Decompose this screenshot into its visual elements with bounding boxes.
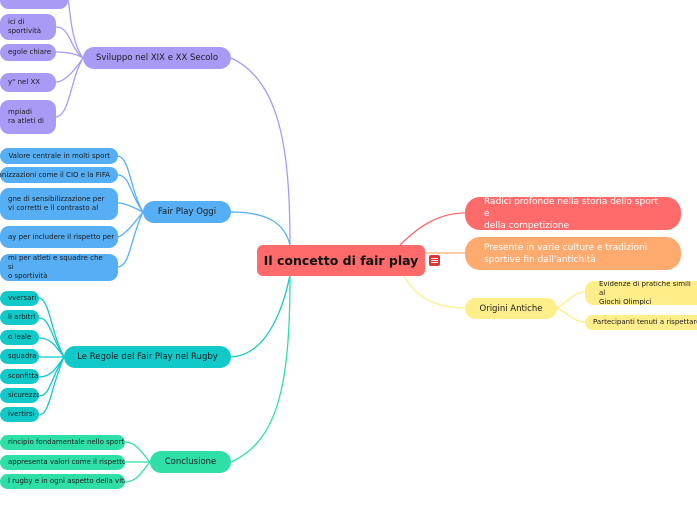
sviluppo-item-3[interactable]: egole chiare <box>0 44 56 61</box>
oggi-item-2[interactable]: anizzazioni come il CIO e la FIFA <box>0 167 118 183</box>
conclusione-item-2[interactable]: appresenta valori come il rispetto <box>0 455 125 470</box>
central-topic[interactable]: Il concetto di fair play <box>257 245 425 276</box>
sviluppo-item-1[interactable] <box>0 0 68 9</box>
rugby-item-6[interactable]: sicurezza <box>0 388 39 403</box>
rugby-item-1[interactable]: vversari <box>0 291 39 306</box>
oggi-item-1[interactable]: Valore centrale in molti sport <box>0 148 118 164</box>
rugby-item-7[interactable]: ivertirsi <box>0 407 39 422</box>
node-radici-profonde[interactable]: Radici profonde nella storia dello sport… <box>465 197 681 230</box>
conclusione-item-3[interactable]: l rugby e in ogni aspetto della vita <box>0 474 125 489</box>
rugby-item-3[interactable]: o leale <box>0 330 39 345</box>
sviluppo-item-4[interactable]: y" nel XX <box>0 73 56 92</box>
branch-fair-play-oggi[interactable]: Fair Play Oggi <box>143 201 231 223</box>
branch-origini-antiche[interactable]: Origini Antiche <box>465 298 557 319</box>
rugby-item-5[interactable]: sconfitta <box>0 369 39 384</box>
branch-conclusione[interactable]: Conclusione <box>150 451 231 473</box>
rugby-item-4[interactable]: squadra <box>0 349 39 364</box>
branch-sviluppo[interactable]: Sviluppo nel XIX e XX Secolo <box>83 47 231 69</box>
rugby-item-2[interactable]: li arbitri <box>0 310 39 325</box>
origini-item-2[interactable]: Partecipanti tenuti a rispettare <box>585 315 697 330</box>
oggi-item-4[interactable]: ay per includere il rispetto per <box>0 226 118 248</box>
menu-icon[interactable] <box>429 255 440 266</box>
conclusione-item-1[interactable]: rincipio fondamentale nello sport <box>0 435 125 450</box>
branch-regole-rugby[interactable]: Le Regole del Fair Play nel Rugby <box>64 346 231 368</box>
